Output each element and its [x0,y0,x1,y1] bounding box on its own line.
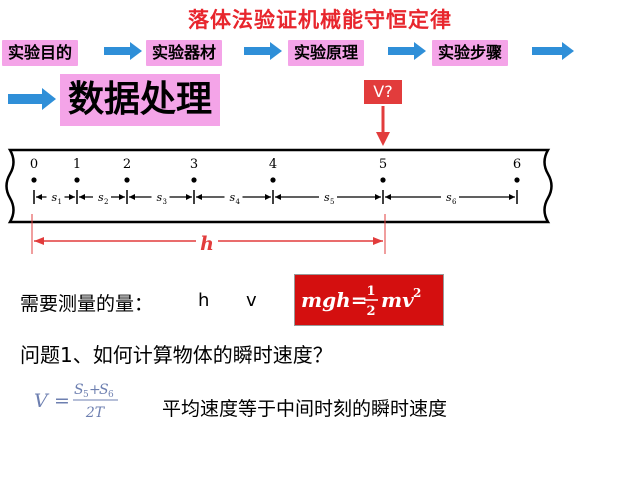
segment-arrow-icon [265,194,271,200]
page-title: 落体法验证机械能守恒定律 [188,7,452,32]
svg-text:+: + [89,382,101,398]
flow-arrow-icon [388,42,426,60]
measure-h: h [198,290,210,311]
svg-text:S: S [74,382,84,398]
segment-label: s [324,191,330,204]
answer-text: 平均速度等于中间时刻的瞬时速度 [162,398,448,420]
energy-formula: mgh= 1 2 mv 2 [294,274,444,326]
svg-text:2T: 2T [85,405,106,421]
svg-text:V: V [34,390,50,412]
segment-arrow-icon [79,194,85,200]
point-label: 6 [513,157,521,172]
step-procedure[interactable]: 实验步骤 [432,40,509,66]
segment-arrow-icon [375,194,381,200]
velocity-formula: V = S 5 + S 6 2T [34,382,118,421]
formula-num: 1 [366,284,375,299]
point-label: 1 [73,157,81,172]
tape-point [74,177,80,183]
tape-point [270,177,276,183]
down-arrow-icon [376,106,390,146]
svg-text:mgh=: mgh= [301,288,367,312]
formula-rhs: mv [381,288,414,312]
point-label: 3 [190,157,198,172]
measure-label: 需要测量的量： [20,293,154,315]
segment-arrow-icon [119,194,125,200]
segment-arrow-icon [129,194,135,200]
point-label: 0 [30,157,38,172]
flow-arrow-icon [244,42,282,60]
tape-point [191,177,197,183]
segment-label: s [98,191,104,204]
svg-text:5: 5 [83,390,89,400]
flow-arrow-icon [104,42,142,60]
segment-subscript: 3 [163,198,167,206]
point-label: 5 [379,157,387,172]
segment-subscript: 6 [452,198,457,206]
section-arrow-icon [8,88,56,110]
segment-arrow-icon [69,194,75,200]
formula-exp: 2 [413,286,421,300]
h-label: h [200,233,214,255]
tape-outline [5,148,553,224]
section-title: 数据处理 [60,74,221,126]
svg-text:=: = [54,390,70,412]
segment-subscript: 5 [330,198,334,206]
segment-subscript: 2 [104,198,108,206]
segment-arrow-icon [36,194,42,200]
segment-subscript: 4 [236,198,241,206]
segment-arrow-icon [275,194,281,200]
svg-text:6: 6 [108,390,114,400]
h-measure: h [31,214,386,255]
segment-arrow-icon [509,194,515,200]
svg-text:S: S [99,382,109,398]
tape-point [514,177,520,183]
velocity-marker: V? [364,80,402,104]
flow-arrows [8,42,574,110]
segment-label: s [230,191,236,204]
segment-arrow-icon [385,194,391,200]
formula-lhs: mgh [301,288,351,312]
question-text: 问题1、如何计算物体的瞬时速度？ [20,343,333,367]
tape-point [31,177,37,183]
segment-arrow-icon [186,194,192,200]
tape-point [380,177,386,183]
formula-den: 2 [366,304,375,319]
step-purpose[interactable]: 实验目的 [2,40,79,66]
segment-label: s [446,191,452,204]
flow-arrow-icon [532,42,574,60]
tape-point [124,177,130,183]
measure-v: v [246,290,257,311]
segment-label: s [52,191,58,204]
segment-label: s [157,191,163,204]
point-label: 2 [123,157,131,172]
step-equipment[interactable]: 实验器材 [146,40,223,66]
point-label: 4 [269,157,277,172]
segment-arrow-icon [196,194,202,200]
step-principle[interactable]: 实验原理 [288,40,365,66]
segment-subscript: 1 [58,198,62,206]
